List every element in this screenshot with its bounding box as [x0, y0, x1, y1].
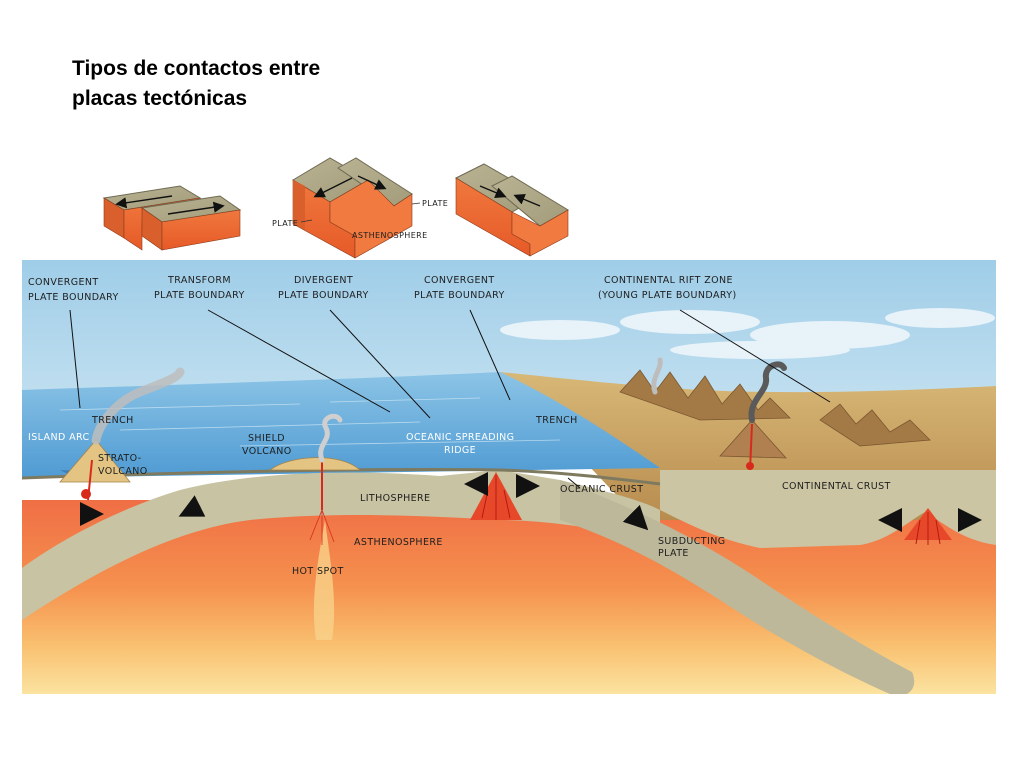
label-subducting-1: SUBDUCTING [658, 536, 725, 547]
label-transform-2: PLATE BOUNDARY [154, 290, 245, 301]
label-island-arc: ISLAND ARC [28, 432, 90, 443]
main-cross-section [22, 260, 996, 694]
callout-leader-lines [69, 309, 831, 489]
label-divergent-2: PLATE BOUNDARY [278, 290, 369, 301]
inset-transform-block [102, 185, 242, 251]
label-convergent-left-2: PLATE BOUNDARY [28, 292, 119, 303]
inset-plate-left-label: PLATE [272, 219, 298, 228]
inset-divergent-block: PLATE PLATE ASTHENOSPHERE [272, 157, 448, 259]
label-asthenosphere: ASTHENOSPHERE [354, 537, 443, 548]
label-hot-spot: HOT SPOT [292, 566, 344, 577]
label-rift-1: CONTINENTAL RIFT ZONE [604, 275, 733, 286]
label-trench-right: TRENCH [535, 415, 578, 426]
inset-convergent-block [454, 163, 569, 257]
title-line-2: placas tectónicas [72, 87, 248, 110]
label-ridge-2: RIDGE [444, 445, 476, 456]
label-strato-2: VOLCANO [98, 466, 148, 477]
inset-plate-right-label: PLATE [422, 199, 448, 208]
slide-title: Tipos de contactos entre placas tectónic… [72, 54, 492, 114]
label-ridge-1: OCEANIC SPREADING [406, 432, 514, 443]
label-transform-1: TRANSFORM [167, 275, 231, 286]
label-trench-left: TRENCH [91, 415, 134, 426]
label-shield-1: SHIELD [248, 433, 285, 444]
label-rift-2: (YOUNG PLATE BOUNDARY) [598, 290, 737, 301]
label-continental-crust: CONTINENTAL CRUST [782, 481, 891, 492]
title-line-1: Tipos de contactos entre [72, 57, 321, 80]
label-shield-2: VOLCANO [242, 446, 292, 457]
label-convergent-mid-2: PLATE BOUNDARY [414, 290, 505, 301]
label-convergent-left-1: CONVERGENT [28, 277, 99, 288]
label-divergent-1: DIVERGENT [294, 275, 353, 286]
label-convergent-mid-1: CONVERGENT [424, 275, 495, 286]
label-strato-1: STRATO- [98, 453, 142, 464]
inset-asthenosphere-label: ASTHENOSPHERE [352, 231, 428, 240]
label-lithosphere: LITHOSPHERE [360, 493, 430, 504]
label-oceanic-crust: OCEANIC CRUST [560, 484, 643, 495]
label-subducting-2: PLATE [658, 548, 689, 559]
